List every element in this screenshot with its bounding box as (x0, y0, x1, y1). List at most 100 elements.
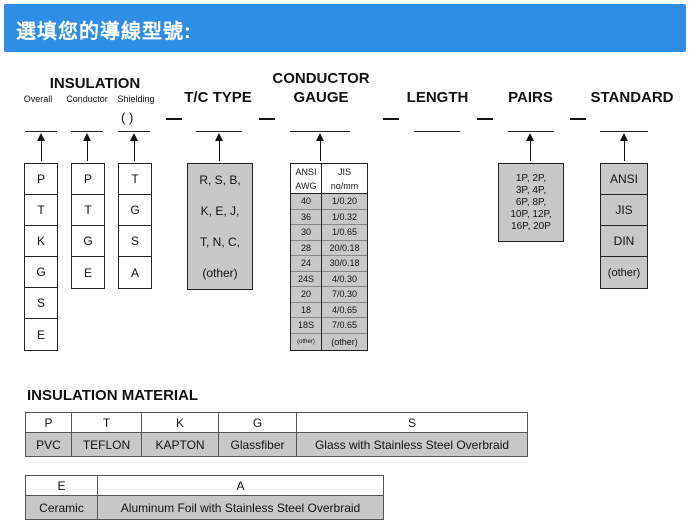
tc-type-option: (other) (202, 266, 238, 281)
gauge-jis-cell: 30/0.18 (322, 256, 367, 272)
material-name: TEFLON (71, 432, 142, 457)
gauge-jis-cell: 7/0.30 (322, 287, 367, 303)
material-title: INSULATION MATERIAL (27, 387, 199, 404)
tc-type-underline (196, 131, 242, 132)
pairs-header: PAIRS (508, 89, 553, 106)
gauge-ansi-cell: 30 (291, 225, 321, 241)
standard-option: ANSI (601, 164, 647, 195)
material-code: T (71, 412, 142, 433)
conductor-option: G (72, 226, 104, 257)
pairs-option: 1P, 2P, (515, 172, 547, 184)
banner-title: 選填您的導線型號: (16, 21, 192, 43)
conductor-option: E (83, 265, 92, 280)
overall-underline (25, 131, 57, 132)
separator-dash (383, 118, 399, 120)
material-table-1: P T K G S PVC TEFLON KAPTON Glassfiber G… (25, 412, 528, 457)
gauge-ansi-other: (other) (291, 333, 321, 350)
gauge-jis-cell: 1/0.32 (322, 209, 367, 225)
overall-option: T (25, 195, 57, 226)
gauge-ansi-cell: 36 (291, 209, 321, 225)
separator-dash (570, 118, 586, 120)
material-name: KAPTON (141, 432, 219, 457)
pairs-options: 1P, 2P, 3P, 4P, 6P, 8P, 10P, 12P, 16P, 2… (498, 163, 564, 242)
conductor-options: P T G E (71, 163, 105, 289)
gauge-jis-cell: 4/0.30 (322, 271, 367, 287)
overall-option: G (25, 257, 57, 288)
length-underline (414, 131, 460, 132)
shielding-paren: ( ) (121, 110, 134, 125)
gauge-jis-header: JIS (337, 166, 351, 177)
material-name: PVC (25, 432, 72, 457)
gauge-ansi-cell: 18S (291, 318, 321, 334)
conductor-option: P (72, 164, 104, 195)
separator-dash (477, 118, 493, 120)
tc-type-option: T, N, C, (199, 235, 240, 250)
material-code: P (25, 412, 72, 433)
material-code: A (97, 475, 384, 496)
title-banner: 選填您的導線型號: (4, 4, 686, 52)
shielding-option: G (119, 195, 151, 226)
gauge-header: GAUGE (293, 89, 349, 106)
gauge-ansi-cell: 24 (291, 256, 321, 272)
material-table-2: E A Ceramic Aluminum Foil with Stainless… (25, 475, 384, 520)
overall-option: K (25, 226, 57, 257)
gauge-ansi-column: ANSI AWG 40 36 30 28 24 24S 20 18 18S (o… (291, 164, 322, 350)
shielding-option: T (119, 164, 151, 195)
gauge-ansi-cell: 18 (291, 302, 321, 318)
material-code: E (25, 475, 98, 496)
overall-label: Overall (23, 94, 53, 104)
tc-type-option: R, S, B, (199, 172, 241, 187)
gauge-underline (290, 131, 350, 132)
shielding-option: S (119, 226, 151, 257)
standard-header: STANDARD (590, 89, 674, 106)
pairs-option: 10P, 12P, (510, 208, 552, 220)
gauge-awg-header: AWG (291, 179, 321, 194)
pairs-option: 6P, 8P, (515, 196, 547, 208)
shielding-underline (118, 131, 150, 132)
overall-option: S (25, 288, 57, 319)
standard-option: (other) (607, 266, 641, 279)
gauge-ansi-cell: 24S (291, 271, 321, 287)
gauge-ansi-cell: 28 (291, 240, 321, 256)
gauge-jis-other: (other) (322, 333, 367, 350)
gauge-ansi-header: ANSI (295, 166, 317, 177)
gauge-jis-cell: 20/0.18 (322, 240, 367, 256)
material-name: Aluminum Foil with Stainless Steel Overb… (97, 495, 384, 520)
insulation-header: INSULATION (49, 75, 141, 92)
material-name: Glassfiber (218, 432, 297, 457)
separator-dash (166, 118, 182, 120)
shielding-label: Shielding (117, 94, 155, 104)
material-code: G (218, 412, 297, 433)
standard-underline (600, 131, 648, 132)
standard-option: JIS (601, 195, 647, 226)
conductor-header: CONDUCTOR (272, 70, 370, 87)
pairs-underline (508, 131, 554, 132)
tc-type-options: R, S, B, K, E, J, T, N, C, (other) (187, 163, 253, 290)
tc-type-header: T/C TYPE (184, 89, 252, 106)
conductor-option: T (72, 195, 104, 226)
material-code: S (296, 412, 528, 433)
conductor-underline (71, 131, 103, 132)
gauge-jis-column: JIS no/mm 1/0.20 1/0.32 1/0.65 20/0.18 3… (322, 164, 367, 350)
shielding-options: T G S A (118, 163, 152, 289)
conductor-label: Conductor (66, 94, 108, 104)
gauge-jis-cell: 1/0.65 (322, 225, 367, 241)
gauge-jis-cell: 1/0.20 (322, 194, 367, 210)
gauge-ansi-cell: 40 (291, 194, 321, 210)
gauge-jis-cell: 4/0.65 (322, 302, 367, 318)
pairs-option: 16P, 20P (511, 220, 551, 232)
length-header: LENGTH (406, 89, 469, 106)
tc-type-option: K, E, J, (200, 203, 240, 218)
overall-option: P (25, 164, 57, 195)
material-name: Ceramic (25, 495, 98, 520)
overall-options: P T K G S E (24, 163, 58, 351)
material-code: K (141, 412, 219, 433)
material-name: Glass with Stainless Steel Overbraid (296, 432, 528, 457)
overall-option: E (36, 327, 45, 342)
gauge-table: ANSI AWG 40 36 30 28 24 24S 20 18 18S (o… (290, 163, 368, 351)
shielding-option: A (130, 265, 139, 280)
standard-options: ANSI JIS DIN (other) (600, 163, 648, 289)
pairs-option: 3P, 4P, (515, 184, 547, 196)
gauge-jis-cell: 7/0.65 (322, 318, 367, 334)
gauge-ansi-cell: 20 (291, 287, 321, 303)
